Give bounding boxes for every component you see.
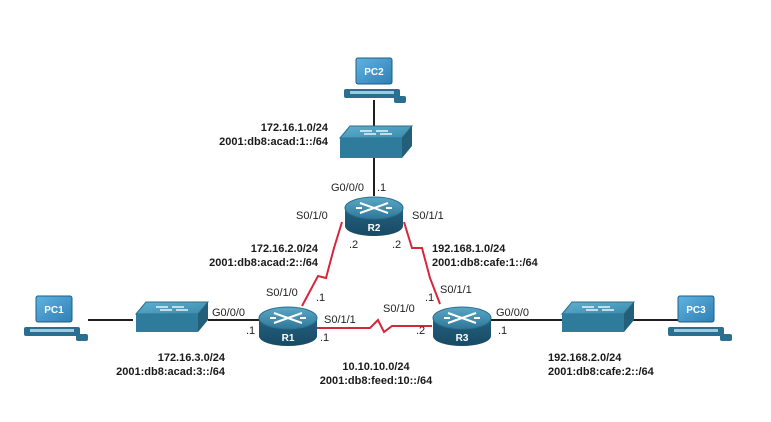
r3-s010-label: S0/1/0 xyxy=(383,303,415,315)
r2-s011-label: S0/1/1 xyxy=(412,210,444,222)
r3-s010-host: .2 xyxy=(416,325,425,337)
net-pc1-ipv6: 2001:db8:acad:3::/64 xyxy=(116,366,226,378)
r1-s011-label: S0/1/1 xyxy=(324,314,356,326)
r1-label: R1 xyxy=(282,333,295,344)
net-r2r3-ipv4: 192.168.1.0/24 xyxy=(432,243,506,255)
pc1-computer[interactable]: PC1 xyxy=(24,295,88,341)
net-r1r3-ipv6: 2001:db8:feed:10::/64 xyxy=(320,375,433,387)
r2-label: R2 xyxy=(368,223,381,234)
pc2-label: PC2 xyxy=(364,67,384,78)
r1-s011-host: .1 xyxy=(320,332,329,344)
pc1-label: PC1 xyxy=(44,305,64,316)
serial-link-r1-r2 xyxy=(301,221,343,307)
r3-label: R3 xyxy=(456,333,469,344)
serial-link-r1-r3 xyxy=(314,318,432,334)
r2-g000-label: G0/0/0 xyxy=(331,182,364,194)
net-r1r2-ipv6: 2001:db8:acad:2::/64 xyxy=(209,257,319,269)
switch-pc2-lan[interactable] xyxy=(338,125,414,158)
net-pc3-ipv4: 192.168.2.0/24 xyxy=(548,352,622,364)
r3-s011-label: S0/1/1 xyxy=(440,284,472,296)
r3-g000-host: .1 xyxy=(498,325,507,337)
r2-s010-label: S0/1/0 xyxy=(296,210,328,222)
r2-s011-host: .2 xyxy=(392,239,401,251)
switch-pc1-lan[interactable] xyxy=(134,301,210,332)
pc3-label: PC3 xyxy=(686,305,706,316)
net-r1r2-ipv4: 172.16.2.0/24 xyxy=(251,243,319,255)
r1-s010-label: S0/1/0 xyxy=(266,287,298,299)
pc2-computer[interactable]: PC2 xyxy=(344,57,406,103)
net-pc3-ipv6: 2001:db8:cafe:2::/64 xyxy=(548,366,655,378)
serial-link-r2-r3 xyxy=(403,221,441,305)
pc3-computer[interactable]: PC3 xyxy=(668,295,732,341)
net-r1r3-ipv4: 10.10.10.0/24 xyxy=(342,361,410,373)
router-r2[interactable]: R2 xyxy=(344,196,404,236)
r1-g000-label: G0/0/0 xyxy=(212,307,245,319)
r2-g000-host: .1 xyxy=(377,182,386,194)
r3-g000-label: G0/0/0 xyxy=(496,307,529,319)
r2-s010-host: .2 xyxy=(349,239,358,251)
router-r1[interactable]: R1 xyxy=(258,306,318,346)
net-r2r3-ipv6: 2001:db8:cafe:1::/64 xyxy=(432,257,539,269)
r1-s010-host: .1 xyxy=(316,292,325,304)
r3-s011-host: .1 xyxy=(425,292,434,304)
net-pc1-ipv4: 172.16.3.0/24 xyxy=(158,352,226,364)
net-pc2-ipv4: 172.16.1.0/24 xyxy=(261,122,329,134)
r1-g000-host: .1 xyxy=(246,325,255,337)
router-r3[interactable]: R3 xyxy=(432,306,492,346)
net-pc2-ipv6: 2001:db8:acad:1::/64 xyxy=(219,136,329,148)
switch-pc3-lan[interactable] xyxy=(560,301,636,332)
